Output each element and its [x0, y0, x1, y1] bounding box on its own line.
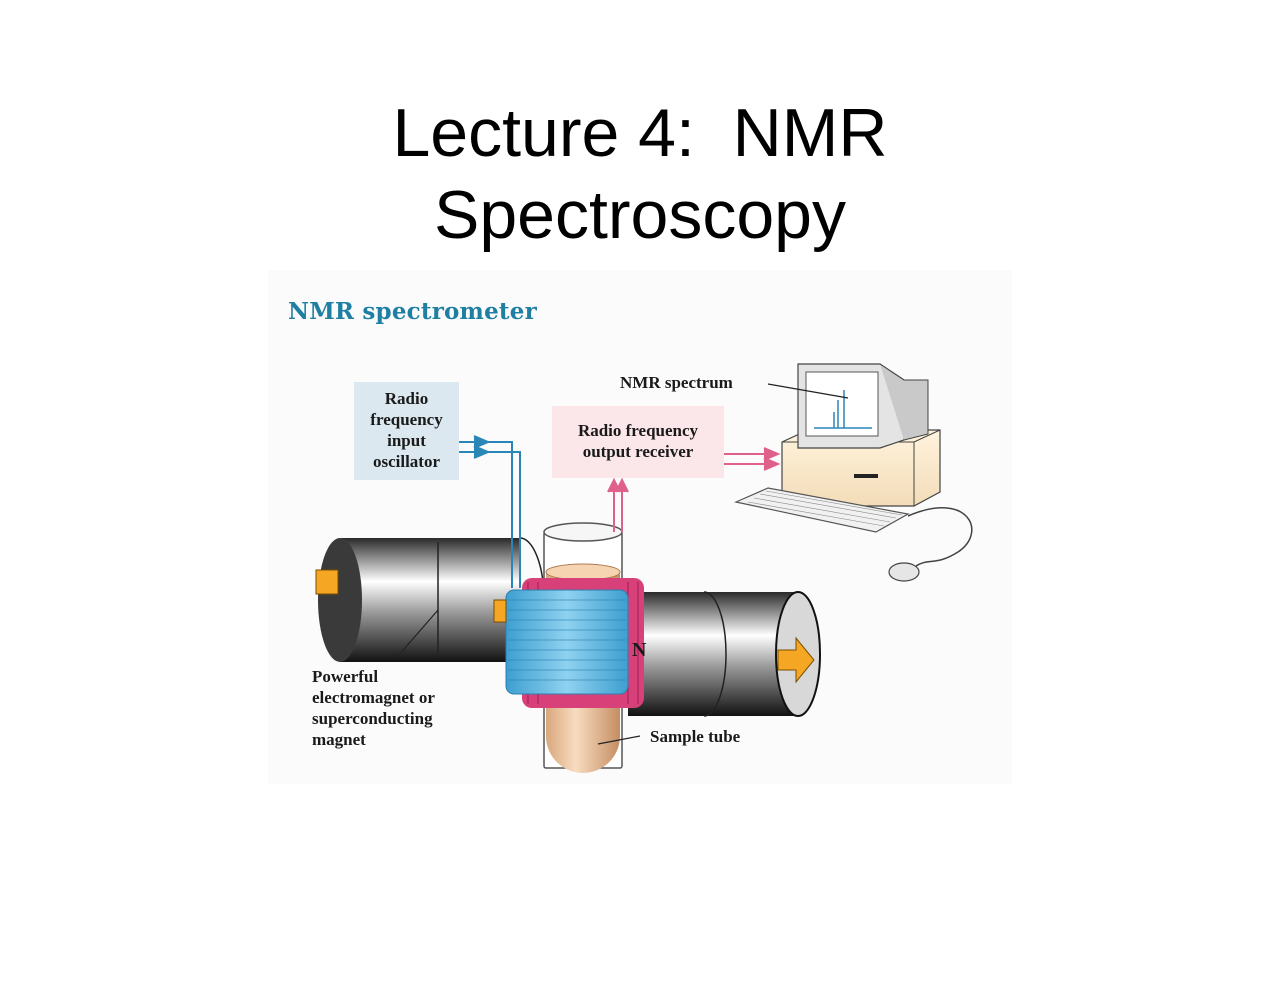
oscillator-label-4: oscillator — [372, 452, 441, 471]
magnet-label-1: Powerful — [312, 667, 379, 686]
sample-tube-label: Sample tube — [650, 727, 741, 746]
left-magnet — [315, 537, 545, 663]
oscillator-box: Radio frequency input oscillator — [354, 382, 459, 480]
north-pole-label: N — [632, 639, 647, 661]
oscillator-label-1: Radio — [384, 389, 429, 408]
right-arrow-icon — [777, 636, 815, 684]
nmr-spectrometer-figure: NMR spectrometer Radio frequency input o… — [268, 270, 1012, 784]
slide-title: Lecture 4: NMR Spectroscopy — [0, 92, 1280, 256]
spectrum-label: NMR spectrum — [620, 373, 733, 392]
receiver-label-1: Radio frequency — [577, 421, 699, 440]
magnet-label-4: magnet — [312, 730, 366, 749]
slide-title-line-2: Spectroscopy — [434, 177, 846, 253]
oscillator-label-3: input — [387, 431, 426, 450]
input-wires — [459, 435, 521, 588]
oscillator-label-2: frequency — [370, 410, 443, 429]
spectrum-peaks — [814, 390, 872, 429]
receiver-box: Radio frequency output receiver — [552, 406, 724, 478]
output-wires — [607, 447, 781, 532]
magnet-label-2: electromagnet or — [312, 688, 435, 707]
rf-coils — [493, 578, 644, 708]
slide-title-line-1: Lecture 4: NMR — [392, 95, 888, 171]
magnet-label-3: superconducting — [312, 709, 433, 728]
computer — [734, 363, 973, 582]
diagram-graphics — [315, 363, 973, 773]
receiver-label-2: output receiver — [582, 442, 694, 461]
leader-lines — [397, 383, 849, 745]
figure-title: NMR spectrometer — [288, 298, 537, 325]
right-magnet — [628, 591, 821, 717]
magnet-label: Powerful electromagnet or superconductin… — [312, 666, 435, 750]
left-arrow-icon — [315, 569, 339, 595]
